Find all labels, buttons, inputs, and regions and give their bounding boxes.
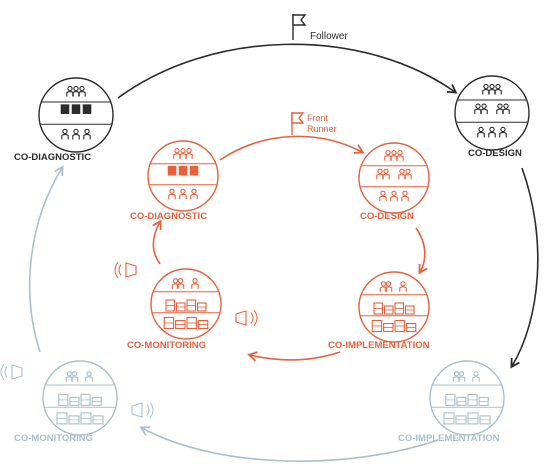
megaphone-icon — [131, 402, 143, 418]
front-runner-flag: Front Runner — [291, 112, 337, 135]
inner-node-co-design — [358, 142, 430, 214]
sound-waves-icon — [149, 401, 154, 419]
buildings-icon — [443, 393, 491, 425]
front-runner-label-line1: Front — [307, 113, 329, 123]
megaphone-icon — [235, 310, 247, 326]
people-group-icon — [452, 371, 480, 382]
buildings-icon — [163, 299, 209, 330]
inner-node-co-diagnostic — [147, 140, 219, 212]
inner-arrow-monitoring-to-diagnostic — [152, 219, 162, 265]
outer-node-co-design — [454, 75, 530, 151]
sound-waves-icon — [114, 261, 119, 279]
sound-waves-icon — [253, 309, 258, 327]
outer-label-co-monitoring: CO-MONITORING — [14, 433, 93, 444]
outer-arrow-diagnostic-to-design — [117, 43, 458, 99]
people-group-icon — [168, 148, 198, 200]
inner-label-co-monitoring: CO-MONITORING — [127, 340, 206, 351]
sound-waves-icon — [118, 264, 122, 276]
people-group-icon — [65, 371, 93, 382]
flag-icon — [292, 14, 307, 40]
outer-label-co-design: CO-DESIGN — [468, 148, 522, 159]
inner-arrow-implementation-to-monitoring — [247, 351, 341, 362]
people-group-icon — [61, 85, 91, 140]
outer-arrow-design-to-implementation — [510, 167, 539, 369]
inner-label-co-implementation: CO-IMPLEMENTATION — [328, 340, 430, 351]
outer-node-co-diagnostic — [38, 77, 114, 153]
inner-arrow-design-to-implementation — [415, 227, 428, 275]
sound-waves-icon — [4, 366, 8, 378]
people-group-icon — [474, 83, 510, 138]
people-group-icon — [379, 281, 407, 292]
front-runner-label-line2: Runner — [307, 124, 337, 134]
megaphone-icon — [11, 364, 23, 380]
follower-label: Follower — [310, 31, 348, 42]
outer-arrow-implementation-to-monitoring — [139, 426, 439, 462]
buildings-icon — [56, 393, 104, 425]
inner-node-co-monitoring — [114, 261, 258, 340]
outer-label-co-diagnostic: CO-DIAGNOSTIC — [14, 152, 91, 163]
outer-arrow-monitoring-to-diagnostic — [28, 165, 64, 353]
sound-waves-icon — [0, 363, 5, 381]
inner-cycle-labels: CO-DIAGNOSTIC CO-DESIGN CO-IMPLEMENTATIO… — [127, 211, 430, 351]
outer-cycle-labels: CO-DIAGNOSTIC CO-DESIGN CO-IMPLEMENTATIO… — [14, 148, 522, 444]
buildings-icon — [167, 165, 199, 176]
inner-arrow-diagnostic-to-design — [219, 135, 365, 161]
sound-waves-icon — [250, 312, 254, 324]
megaphone-icon — [125, 262, 137, 278]
people-group-icon — [171, 278, 199, 289]
inner-label-co-diagnostic: CO-DIAGNOSTIC — [130, 211, 207, 222]
outer-node-co-implementation — [429, 360, 505, 436]
people-group-icon — [376, 150, 412, 202]
outer-cycle-arrows — [28, 43, 539, 462]
outer-node-co-monitoring — [0, 360, 154, 436]
sound-waves-icon — [146, 404, 150, 416]
buildings-icon — [371, 302, 417, 333]
flag-icon — [291, 112, 305, 135]
follower-flag: Follower — [292, 14, 348, 42]
inner-cycle-arrows — [152, 135, 428, 362]
buildings-icon — [60, 104, 92, 114]
inner-node-co-implementation — [358, 271, 430, 343]
inner-label-co-design: CO-DESIGN — [360, 211, 414, 222]
outer-label-co-implementation: CO-IMPLEMENTATION — [398, 433, 500, 444]
